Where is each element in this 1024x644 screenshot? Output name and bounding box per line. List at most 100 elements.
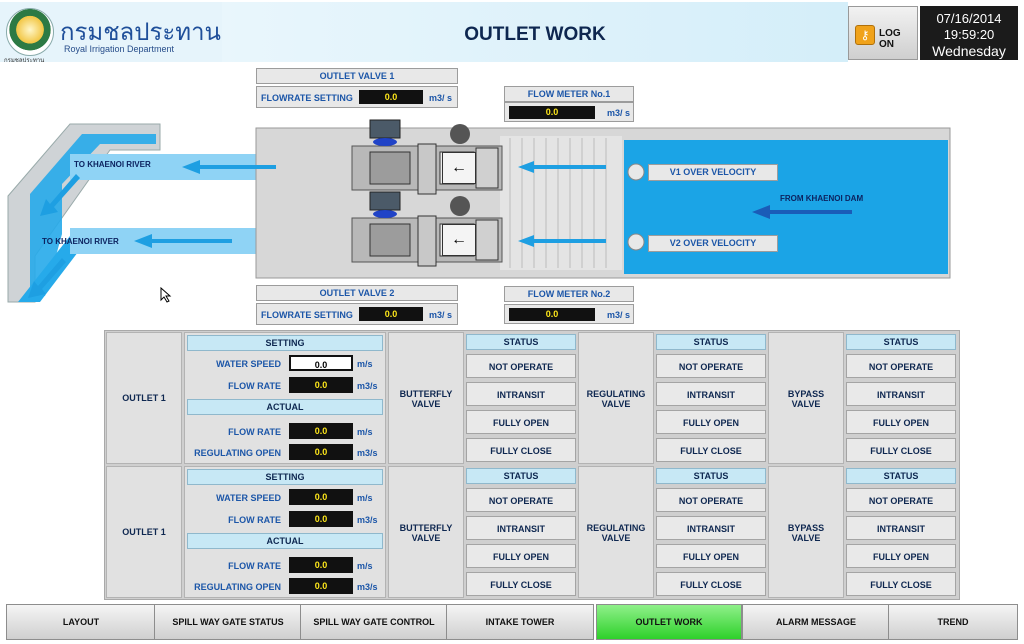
org-name-english: Royal Irrigation Department bbox=[64, 44, 175, 54]
outlet-2-name-cell: OUTLET 1 bbox=[106, 466, 182, 598]
outlet-1-actual-flow-unit: m/s bbox=[357, 427, 373, 437]
outlet-1-bypass-fully-close[interactable]: FULLY CLOSE bbox=[846, 438, 956, 462]
date-text: 07/16/2014 bbox=[936, 11, 1002, 26]
outlet-2-regulating-label-cell: REGULATING VALVE bbox=[578, 466, 654, 598]
outlet-2-butterfly-status-header: STATUS bbox=[466, 468, 576, 484]
outlet-2-flow-rate-input[interactable]: 0.0 bbox=[289, 511, 353, 527]
outlet-1-regulating-status-header: STATUS bbox=[656, 334, 766, 350]
nav-outlet-work-button[interactable]: OUTLET WORK bbox=[596, 604, 742, 640]
outlet-2-water-speed-label: WATER SPEED bbox=[216, 493, 281, 503]
outlet-1-bypass-fully-open[interactable]: FULLY OPEN bbox=[846, 410, 956, 434]
outlet-2-butterfly-fully-open[interactable]: FULLY OPEN bbox=[466, 544, 576, 568]
nav-spill-way-gate-control-button[interactable]: SPILL WAY GATE CONTROL bbox=[300, 604, 448, 640]
outlet-1-bypass-label-cell: BYPASS VALVE bbox=[768, 332, 844, 464]
bottom-navigation: LAYOUT SPILL WAY GATE STATUS SPILL WAY G… bbox=[6, 604, 1018, 640]
outlet-1-regulating-fully-open[interactable]: FULLY OPEN bbox=[656, 410, 766, 434]
outlet-2-regulating-intransit[interactable]: INTRANSIT bbox=[656, 516, 766, 540]
outlet-1-butterfly-fully-close[interactable]: FULLY CLOSE bbox=[466, 438, 576, 462]
river-label-2: TO KHAENOI RIVER bbox=[42, 237, 119, 246]
outlet-2-regulating-status-header: STATUS bbox=[656, 468, 766, 484]
outlet-2-setting-header: SETTING bbox=[187, 469, 383, 485]
outlet-1-bypass-intransit[interactable]: INTRANSIT bbox=[846, 382, 956, 406]
mouse-cursor-icon bbox=[160, 287, 172, 303]
nav-alarm-message-button[interactable]: ALARM MESSAGE bbox=[742, 604, 890, 640]
outlet-1-flow-rate-input[interactable]: 0.0 bbox=[289, 377, 353, 393]
outlet-2-bypass-not-operate[interactable]: NOT OPERATE bbox=[846, 488, 956, 512]
header-bar: กรมชลประทาน กรมชลประทาน Royal Irrigation… bbox=[0, 0, 1024, 66]
v1-over-velocity-indicator[interactable]: V1 OVER VELOCITY bbox=[648, 164, 778, 181]
outlet-2-bypass-status-header: STATUS bbox=[846, 468, 956, 484]
trash-rack-area bbox=[500, 136, 622, 270]
outlet-2-bypass-label-cell: BYPASS VALVE bbox=[768, 466, 844, 598]
flow-arrow-rack-1 bbox=[518, 161, 606, 173]
outlet-2-butterfly-fully-close[interactable]: FULLY CLOSE bbox=[466, 572, 576, 596]
outlet-1-water-speed-unit: m/s bbox=[357, 359, 373, 369]
outlet-1-regulating-fully-close[interactable]: FULLY CLOSE bbox=[656, 438, 766, 462]
flow-meter-2-row: 0.0 m3/ s bbox=[504, 304, 634, 324]
outlet-process-diagram bbox=[7, 119, 951, 303]
outlet-1-reg-open-label: REGULATING OPEN bbox=[194, 448, 281, 458]
v2-over-velocity-indicator[interactable]: V2 OVER VELOCITY bbox=[648, 235, 778, 252]
org-name-thai: กรมชลประทาน bbox=[60, 18, 221, 46]
nav-spill-way-gate-status-button[interactable]: SPILL WAY GATE STATUS bbox=[154, 604, 302, 640]
flow-direction-indicator-2: ← bbox=[442, 224, 476, 256]
outlet-2-regulating-fully-open[interactable]: FULLY OPEN bbox=[656, 544, 766, 568]
v1-velocity-lamp-icon bbox=[627, 163, 645, 181]
outlet-1-butterfly-fully-open[interactable]: FULLY OPEN bbox=[466, 410, 576, 434]
flow-arrow-outlet-1 bbox=[182, 160, 276, 174]
outlet-2-actual-flow-label: FLOW RATE bbox=[228, 561, 281, 571]
outlet-1-setting-cell: SETTING WATER SPEED 0.0 m/s FLOW RATE 0.… bbox=[184, 332, 386, 464]
nav-layout-button[interactable]: LAYOUT bbox=[6, 604, 156, 640]
downstream-channel-wall bbox=[7, 123, 161, 303]
nav-trend-button[interactable]: TREND bbox=[888, 604, 1018, 640]
reservoir-water bbox=[624, 140, 948, 274]
outlet-2-bypass-fully-close[interactable]: FULLY CLOSE bbox=[846, 572, 956, 596]
outlet-1-butterfly-status-header: STATUS bbox=[466, 334, 576, 350]
outlet-1-water-speed-input[interactable]: 0.0 bbox=[289, 355, 353, 371]
time-text: 19:59:20 bbox=[943, 27, 995, 42]
outlet-valve-1-flowrate-input[interactable]: 0.0 bbox=[359, 90, 423, 104]
seal-caption: กรมชลประทาน bbox=[4, 58, 45, 64]
flow-arrow-channel-2 bbox=[28, 258, 66, 298]
flow-arrow-channel-1 bbox=[40, 174, 80, 216]
flow-arrow-dam bbox=[752, 205, 852, 219]
outlet-2-regulating-not-operate[interactable]: NOT OPERATE bbox=[656, 488, 766, 512]
outlet-valve-1-unit: m3/ s bbox=[429, 93, 453, 103]
outlet-1-water-speed-label: WATER SPEED bbox=[216, 359, 281, 369]
outlet-2-reg-open-value: 0.0 bbox=[289, 578, 353, 594]
outlet-2-water-speed-input[interactable]: 0.0 bbox=[289, 489, 353, 505]
outlet-2-bypass-fully-open[interactable]: FULLY OPEN bbox=[846, 544, 956, 568]
outlet-1-regulating-not-operate[interactable]: NOT OPERATE bbox=[656, 354, 766, 378]
outlet-2-name: OUTLET 1 bbox=[122, 527, 166, 537]
outlet-valve-2-unit: m3/ s bbox=[429, 310, 453, 320]
outlet-1-bypass-not-operate[interactable]: NOT OPERATE bbox=[846, 354, 956, 378]
logo-area: กรมชลประทาน กรมชลประทาน Royal Irrigation… bbox=[0, 2, 222, 64]
outlet-valve-2-title: OUTLET VALVE 2 bbox=[256, 285, 458, 301]
flow-arrow-outlet-2 bbox=[134, 234, 232, 248]
outlet-2-bypass-intransit[interactable]: INTRANSIT bbox=[846, 516, 956, 540]
log-on-label: LOG ON bbox=[879, 28, 901, 50]
outlet-2-butterfly-label-cell: BUTTERFLY VALVE bbox=[388, 466, 464, 598]
outlet-2-butterfly-not-operate[interactable]: NOT OPERATE bbox=[466, 488, 576, 512]
flow-meter-2-unit: m3/ s bbox=[607, 310, 631, 320]
outlet-1-actual-header: ACTUAL bbox=[187, 399, 383, 415]
outlet-1-regulating-label: REGULATING VALVE bbox=[586, 389, 646, 409]
outlet-1-reg-open-value: 0.0 bbox=[289, 444, 353, 460]
department-seal-icon bbox=[6, 8, 54, 56]
log-on-button[interactable]: ⚷ LOG ON bbox=[848, 6, 918, 60]
flow-meter-2-title: FLOW METER No.2 bbox=[504, 286, 634, 302]
outlet-1-regulating-intransit[interactable]: INTRANSIT bbox=[656, 382, 766, 406]
outlet-2-actual-header: ACTUAL bbox=[187, 533, 383, 549]
outlet-valve-1-title: OUTLET VALVE 1 bbox=[256, 68, 458, 84]
outlet-2-butterfly-intransit[interactable]: INTRANSIT bbox=[466, 516, 576, 540]
outlet-1-butterfly-intransit[interactable]: INTRANSIT bbox=[466, 382, 576, 406]
flow-direction-indicator-1: ← bbox=[442, 152, 476, 184]
v2-velocity-lamp-icon bbox=[627, 233, 645, 251]
outlet-1-butterfly-not-operate[interactable]: NOT OPERATE bbox=[466, 354, 576, 378]
outlet-2-regulating-fully-close[interactable]: FULLY CLOSE bbox=[656, 572, 766, 596]
outlet-2-water-speed-unit: m/s bbox=[357, 493, 373, 503]
outlet-valve-2-setting-row: FLOWRATE SETTING 0.0 m3/ s bbox=[256, 303, 458, 325]
outlet-2-regulating-label: REGULATING VALVE bbox=[586, 523, 646, 543]
outlet-valve-2-flowrate-input[interactable]: 0.0 bbox=[359, 307, 423, 321]
nav-intake-tower-button[interactable]: INTAKE TOWER bbox=[446, 604, 594, 640]
